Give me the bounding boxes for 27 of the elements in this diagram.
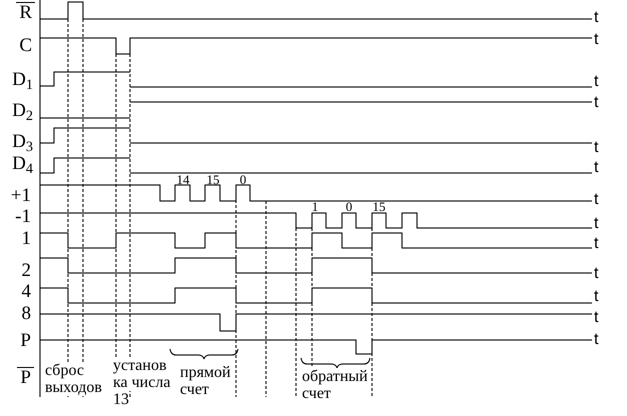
time-axis-label: t (594, 32, 598, 48)
time-axis-label: t (594, 236, 598, 252)
signal-name: C (19, 36, 32, 55)
signal-name: 1 (22, 229, 31, 248)
signal-name: D$_{4}$ (12, 154, 33, 173)
signal-name: P (17, 367, 34, 387)
signal-name: P (20, 331, 31, 350)
time-axis-label: t (594, 332, 598, 348)
time-axis-label: t (594, 160, 598, 176)
signal-name: -1 (15, 207, 31, 226)
time-axis-label: t (594, 288, 598, 304)
signal-name: 8 (22, 304, 31, 323)
signal-name: D$_{1}$ (12, 70, 33, 89)
time-axis-label: t (594, 192, 598, 208)
time-axis-label: t (594, 140, 598, 156)
signal-name: 2 (22, 261, 31, 280)
time-axis-label: t (594, 94, 598, 110)
time-axis-label: t (594, 310, 598, 326)
signal-name: D$_{3}$ (12, 132, 33, 151)
time-axis-label: t (594, 74, 598, 90)
signal-name: 4 (22, 282, 31, 301)
time-axis-label: t (594, 216, 598, 232)
time-axis-label: t (594, 10, 598, 26)
time-axis-label: t (594, 266, 598, 282)
signal-name: R (16, 2, 35, 22)
signal-name: D$_{2}$ (12, 101, 33, 120)
signal-name: +1 (10, 186, 31, 205)
